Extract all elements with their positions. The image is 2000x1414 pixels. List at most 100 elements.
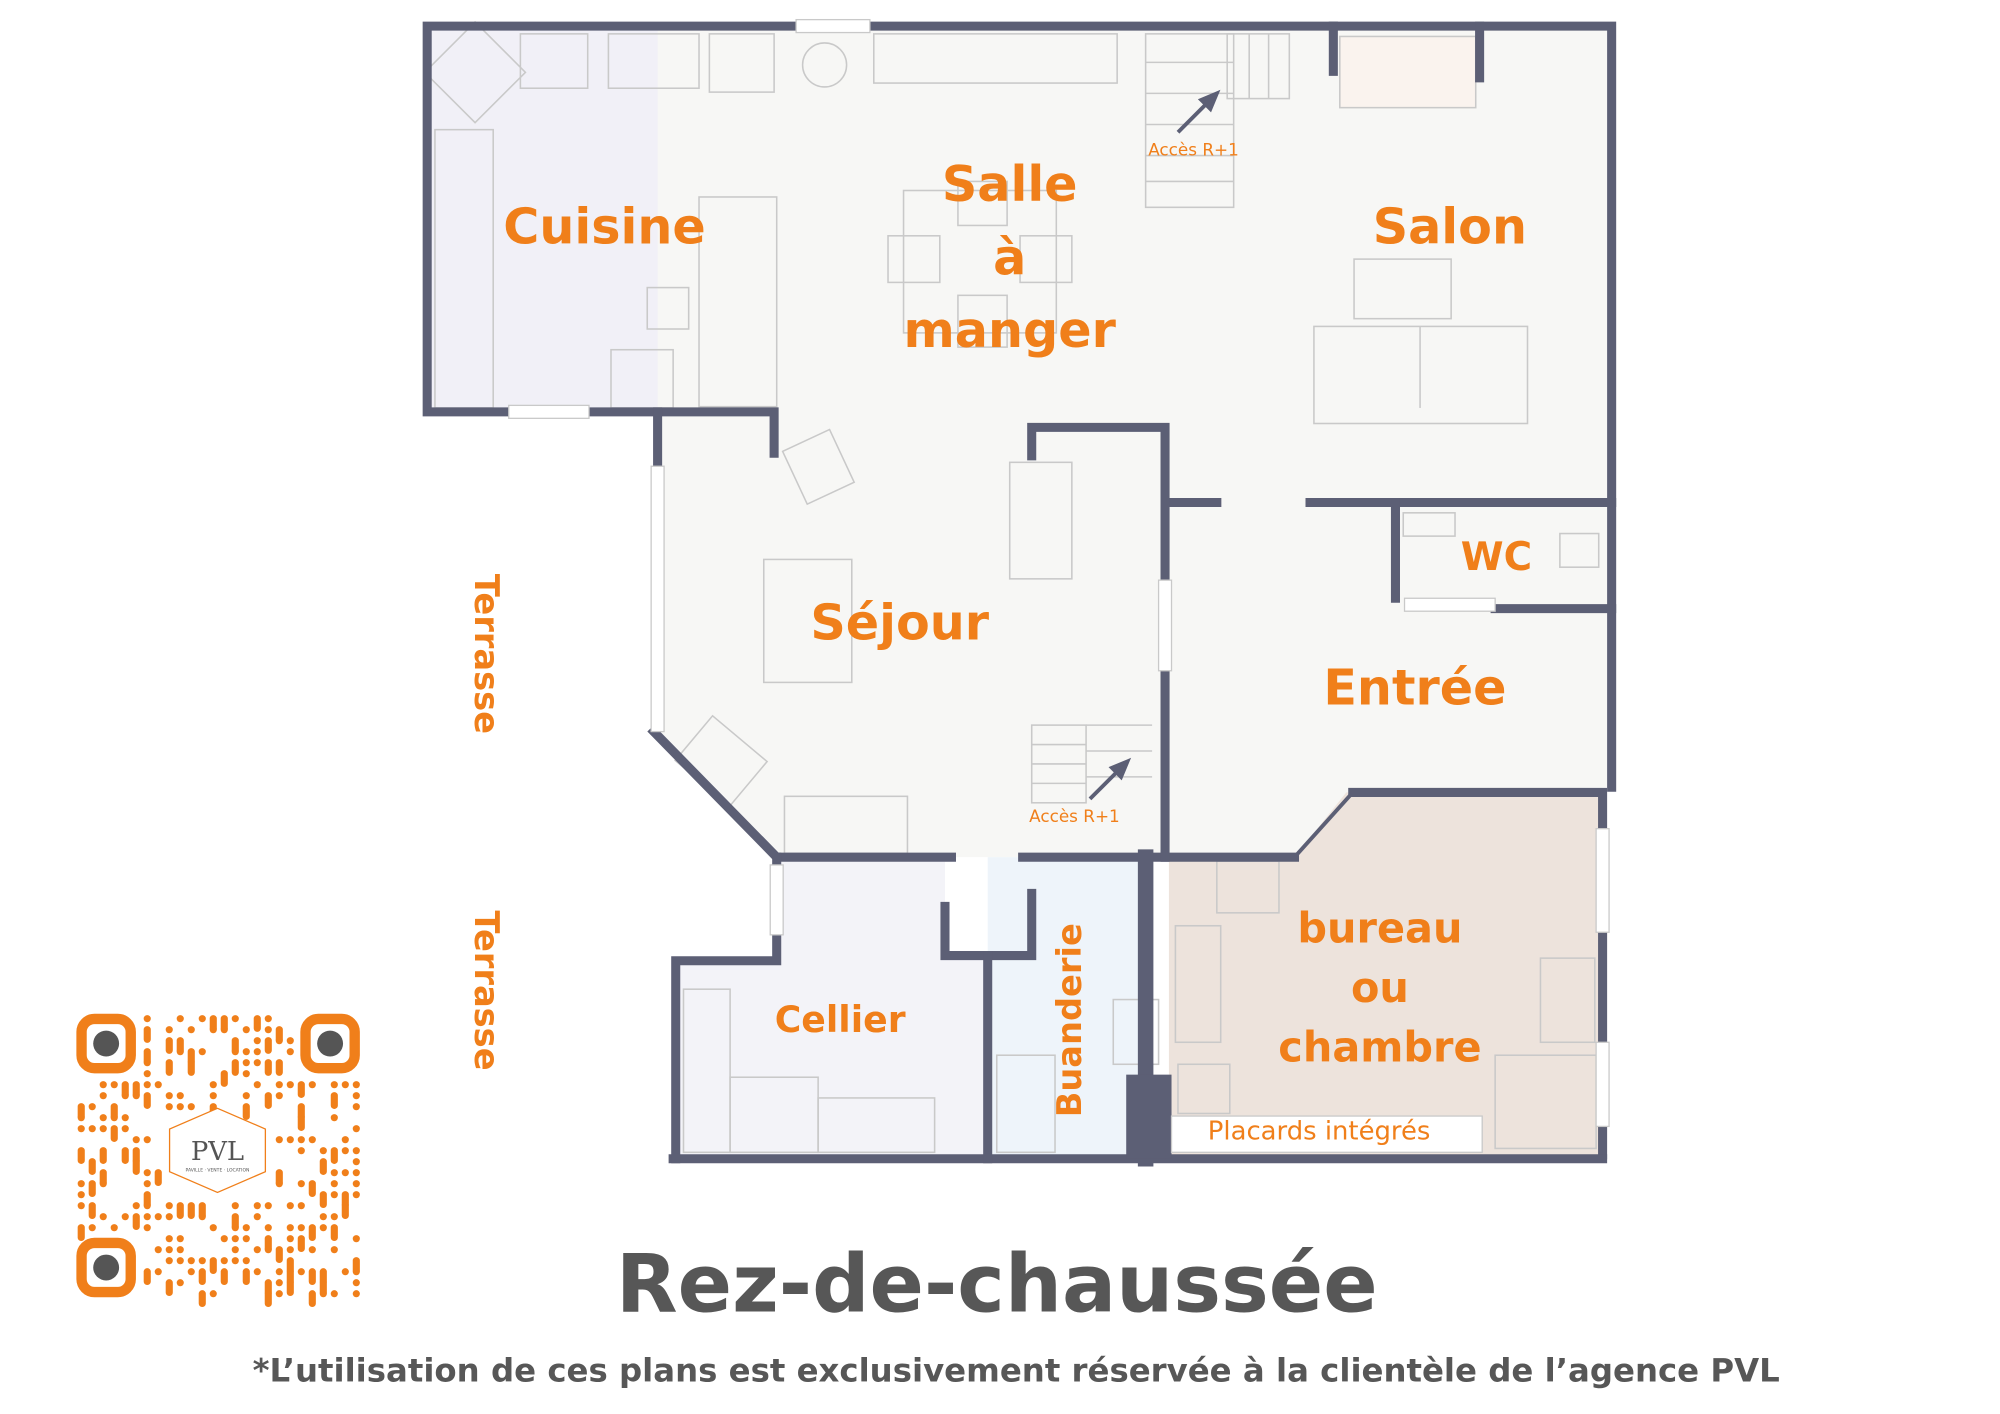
qr-module bbox=[209, 1026, 217, 1034]
qr-module bbox=[209, 1081, 217, 1089]
qr-module bbox=[297, 1136, 305, 1144]
qr-module bbox=[264, 1224, 272, 1232]
room-label-salon: Salon bbox=[1373, 198, 1527, 256]
qr-module bbox=[264, 1202, 272, 1210]
kitchen-island bbox=[698, 196, 778, 408]
qr-module bbox=[242, 1092, 250, 1100]
qr-module bbox=[341, 1169, 349, 1177]
qr-module bbox=[330, 1092, 338, 1109]
qr-module bbox=[330, 1180, 338, 1188]
qr-module bbox=[231, 1048, 239, 1056]
qr-module bbox=[88, 1224, 96, 1232]
qr-module bbox=[231, 1015, 239, 1023]
qr-module bbox=[176, 1015, 184, 1023]
qr-module bbox=[198, 1268, 206, 1285]
stairs-label-bottom: Accès R+1 bbox=[1029, 806, 1120, 826]
qr-module bbox=[165, 1037, 173, 1054]
qr-module bbox=[231, 1235, 239, 1243]
qr-module bbox=[198, 1257, 206, 1265]
qr-module bbox=[132, 1092, 140, 1100]
qr-module bbox=[242, 1048, 250, 1056]
qr-module bbox=[187, 1103, 195, 1111]
qr-module bbox=[264, 1026, 272, 1034]
qr-module bbox=[352, 1125, 360, 1133]
qr-module bbox=[275, 1136, 283, 1144]
dining-table bbox=[902, 189, 1058, 334]
qr-module bbox=[77, 1114, 85, 1122]
qr-module bbox=[132, 1202, 140, 1210]
arrow-up-icon bbox=[1176, 89, 1221, 134]
disclaimer: *L’utilisation de ces plans est exclusiv… bbox=[253, 1351, 1780, 1389]
qr-module bbox=[143, 1224, 151, 1232]
qr-module bbox=[99, 1147, 107, 1164]
qr-module bbox=[352, 1158, 360, 1166]
qr-module bbox=[242, 1224, 250, 1232]
qr-module bbox=[132, 1158, 140, 1175]
qr-module bbox=[220, 1268, 228, 1285]
qr-module bbox=[264, 1015, 272, 1023]
qr-module bbox=[88, 1103, 96, 1111]
sink bbox=[1112, 998, 1160, 1066]
floors bbox=[427, 26, 1612, 1155]
room-label-sejour: Séjour bbox=[810, 594, 989, 652]
qr-module bbox=[275, 1246, 283, 1263]
qr-module bbox=[275, 1180, 283, 1188]
qr-module bbox=[352, 1191, 360, 1199]
qr-module bbox=[308, 1268, 316, 1285]
qr-module bbox=[330, 1213, 338, 1221]
qr-module bbox=[143, 1059, 151, 1067]
qr-module bbox=[165, 1235, 173, 1243]
qr-module bbox=[330, 1290, 338, 1298]
qr-module bbox=[187, 1059, 195, 1076]
qr-module bbox=[143, 1015, 151, 1023]
qr-module bbox=[88, 1158, 96, 1175]
qr-module bbox=[143, 1213, 151, 1221]
qr-module bbox=[121, 1213, 129, 1221]
qr-module bbox=[88, 1125, 96, 1133]
arrow-up-icon bbox=[1088, 757, 1132, 801]
qr-module bbox=[132, 1136, 140, 1144]
qr-module bbox=[275, 1059, 283, 1076]
qr-module bbox=[231, 1257, 239, 1265]
qr-module bbox=[242, 1268, 250, 1285]
pvl-logo: PVL PAVILLE · VENTE · LOCATION bbox=[168, 1107, 267, 1194]
qr-module bbox=[121, 1114, 129, 1122]
qr-module bbox=[275, 1268, 283, 1276]
qr-module bbox=[77, 1147, 85, 1164]
qr-module bbox=[176, 1103, 184, 1111]
qr-module bbox=[198, 1213, 206, 1221]
table-round bbox=[801, 42, 848, 88]
qr-module bbox=[209, 1092, 217, 1100]
qr-module bbox=[231, 1224, 239, 1232]
qr-module bbox=[110, 1125, 118, 1142]
qr-module bbox=[198, 1015, 206, 1023]
qr-module bbox=[319, 1213, 327, 1221]
windows bbox=[508, 18, 1610, 1153]
qr-module bbox=[352, 1180, 360, 1188]
qr-module bbox=[88, 1180, 96, 1197]
qr-module bbox=[187, 1026, 195, 1034]
qr-module bbox=[99, 1114, 107, 1122]
qr-module bbox=[264, 1092, 272, 1109]
qr-module bbox=[319, 1224, 327, 1232]
qr-module bbox=[341, 1202, 349, 1219]
room-label-ou: ou bbox=[1351, 964, 1409, 1012]
qr-module bbox=[220, 1257, 228, 1265]
qr-module bbox=[77, 1125, 85, 1133]
qr-module bbox=[341, 1136, 349, 1144]
sejour-table bbox=[762, 558, 853, 684]
qr-module bbox=[264, 1037, 272, 1054]
qr-module bbox=[110, 1081, 118, 1089]
cellier-floor bbox=[675, 857, 988, 1155]
bureau-floor bbox=[1168, 792, 1603, 1155]
qr-module bbox=[154, 1246, 162, 1254]
qr-module bbox=[352, 1169, 360, 1177]
qr-module bbox=[165, 1092, 173, 1100]
qr-module bbox=[253, 1015, 261, 1032]
qr-module bbox=[165, 1279, 173, 1296]
qr-module bbox=[121, 1147, 129, 1164]
qr-module bbox=[297, 1147, 305, 1155]
qr-module bbox=[143, 1092, 151, 1109]
qr-module bbox=[330, 1081, 338, 1089]
qr-module bbox=[253, 1059, 261, 1067]
